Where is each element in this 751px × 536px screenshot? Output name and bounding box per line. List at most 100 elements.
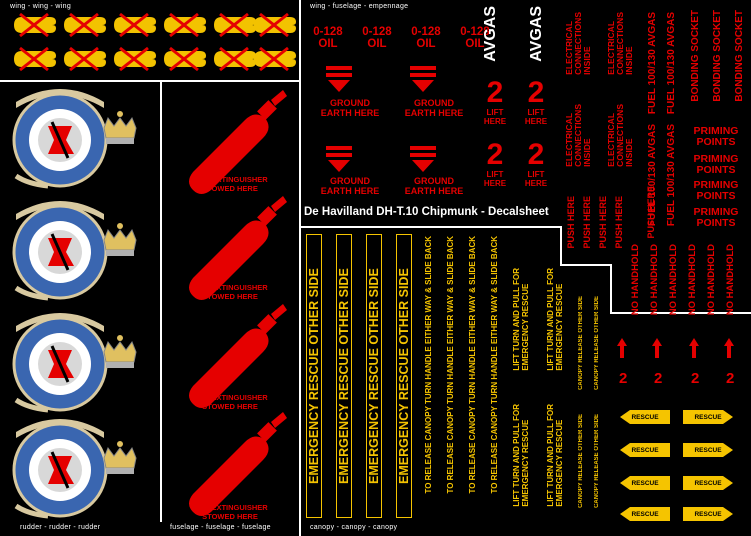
- roundel-column: [4, 88, 158, 520]
- emergency-rescue-stripe: EMERGENCY RESCUE OTHER SIDE: [366, 234, 382, 518]
- ground-icon: [410, 146, 436, 172]
- canopy-release-instruction: TO RELEASE CANOPY TURN HANDLE EITHER WAY…: [424, 236, 433, 494]
- section-label-fuselage: fuselage - fuselage - fuselage: [170, 524, 271, 531]
- walkway-icon: [212, 12, 258, 38]
- walkway-icon: [252, 12, 298, 38]
- push-here-label: PUSH HERE: [566, 196, 576, 249]
- canopy-release-instruction: TO RELEASE CANOPY TURN HANDLE EITHER WAY…: [468, 236, 477, 494]
- walkway-icon: [162, 46, 208, 72]
- canopy-release-instruction: TO RELEASE CANOPY TURN HANDLE EITHER WAY…: [490, 236, 499, 494]
- walkway-icon: [62, 46, 108, 72]
- sheet-title: De Havilland DH-T.10 Chipmunk - Decalshe…: [304, 206, 549, 218]
- small-two: 2: [691, 370, 700, 387]
- divider: [560, 226, 562, 266]
- fuel-label: FUEL 100/130 AVGAS: [666, 124, 677, 227]
- avgas-label: AVGAS: [482, 6, 499, 62]
- ground-icon: [410, 66, 436, 92]
- walkway-icon: [252, 46, 298, 72]
- walkway-icon: [12, 12, 58, 38]
- arrow-markers: [617, 338, 734, 358]
- arrow-up-icon: [617, 338, 627, 358]
- canopy-release-other-side: CANOPY RELEASE OTHER SIDE: [578, 296, 584, 390]
- divider: [612, 312, 751, 314]
- rescue-arrow-tag: RESCUE: [683, 410, 733, 424]
- arrow-up-icon: [724, 338, 734, 358]
- roundel-badge: [14, 313, 136, 410]
- rescue-arrow-tag: RESCUE: [683, 476, 733, 490]
- section-label-rudder: rudder - rudder - rudder: [20, 524, 101, 531]
- bonding-socket-label: BONDING SOCKET: [734, 10, 745, 102]
- push-here-label: PUSH HERE: [582, 196, 592, 249]
- section-label-canopy: canopy - canopy - canopy: [310, 524, 398, 531]
- walkway-icon: [212, 46, 258, 72]
- ground-icon: [326, 66, 352, 92]
- small-two: 2: [619, 370, 628, 387]
- section-label-fuselage-empennage: wing - fuselage - empennage: [310, 3, 409, 10]
- rescue-arrow-tag: RESCUE: [620, 443, 670, 457]
- small-two: 2: [726, 370, 735, 387]
- fuel-label: FUEL 100/130 AVGAS: [647, 12, 658, 115]
- divider: [299, 0, 301, 536]
- extinguisher-icons: [189, 90, 287, 516]
- walkway-icon: [112, 12, 158, 38]
- rescue-arrow-tag: RESCUE: [620, 410, 670, 424]
- ground-icon: [326, 146, 352, 172]
- divider: [301, 226, 561, 228]
- emergency-rescue-stripe: EMERGENCY RESCUE OTHER SIDE: [336, 234, 352, 518]
- canopy-release-instruction: TO RELEASE CANOPY TURN HANDLE EITHER WAY…: [446, 236, 455, 494]
- bonding-socket-label: BONDING SOCKET: [712, 10, 723, 102]
- emergency-rescue-stripe: EMERGENCY RESCUE OTHER SIDE: [306, 234, 322, 518]
- divider: [0, 80, 300, 82]
- roundel-badge: [14, 419, 136, 516]
- rescue-arrow-tag: RESCUE: [683, 507, 733, 521]
- no-handhold-label: NO HANDHOLD: [725, 244, 736, 316]
- walkway-icon: [112, 46, 158, 72]
- walkway-icon: [62, 12, 108, 38]
- bonding-socket-label: BONDING SOCKET: [690, 10, 701, 102]
- divider: [160, 82, 162, 522]
- fuel-label: FUEL 100/130 AVGAS: [666, 12, 677, 115]
- roundel-badge: [14, 89, 136, 186]
- no-handhold-label: NO HANDHOLD: [668, 244, 679, 316]
- walkway-stencils: [12, 12, 298, 72]
- divider: [610, 264, 612, 314]
- no-handhold-label: NO HANDHOLD: [630, 244, 641, 316]
- rescue-arrow-tag: RESCUE: [683, 443, 733, 457]
- emergency-rescue-stripe: EMERGENCY RESCUE OTHER SIDE: [396, 234, 412, 518]
- arrow-up-icon: [652, 338, 662, 358]
- push-here-label: PUSH HERE: [598, 196, 608, 249]
- avgas-label: AVGAS: [528, 6, 545, 62]
- roundel-badge: [14, 201, 136, 298]
- push-here-label: PUSH HERE: [646, 186, 656, 239]
- no-handhold-label: NO HANDHOLD: [687, 244, 698, 316]
- canopy-release-other-side: CANOPY RELEASE OTHER SIDE: [594, 296, 600, 390]
- push-here-label: PUSH HERE: [614, 196, 624, 249]
- no-handhold-label: NO HANDHOLD: [649, 244, 660, 316]
